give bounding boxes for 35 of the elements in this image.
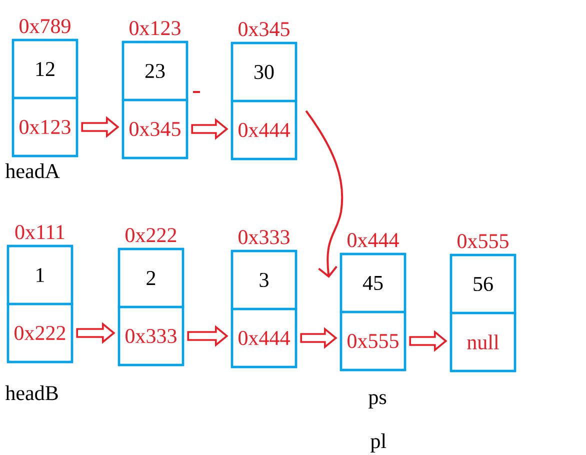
- curved-arrow: [305, 110, 344, 278]
- address-label: 0x222: [126, 228, 176, 242]
- address-label: 0x333: [238, 230, 290, 244]
- address-label: 0x111: [15, 225, 64, 240]
- block-arrow: [409, 330, 448, 352]
- value-cell: 12: [12, 38, 78, 100]
- pointer-name: headB: [5, 385, 58, 400]
- pointer-name: pl: [370, 433, 386, 452]
- block-arrow: [187, 325, 228, 347]
- block-arrow: [81, 116, 120, 138]
- value-cell: 30: [230, 42, 298, 102]
- block-arrow: [300, 327, 338, 349]
- value-cell: 56: [450, 254, 516, 314]
- pointer-cell: 0x123: [12, 96, 78, 158]
- pointer-cell: null: [450, 312, 516, 372]
- address-label: 0x555: [458, 234, 508, 248]
- pointer-cell: 0x345: [122, 98, 188, 160]
- address-label: 0x444: [348, 233, 399, 248]
- value-cell: 3: [230, 250, 298, 310]
- block-arrow: [191, 118, 228, 140]
- pointer-cell: 0x444: [230, 308, 298, 368]
- value-cell: 1: [6, 244, 74, 306]
- pointer-name: ps: [368, 394, 386, 408]
- pointer-cell: 0x444: [230, 100, 298, 160]
- address-label: 0x345: [238, 22, 290, 36]
- value-cell: 23: [122, 40, 188, 102]
- address-label: 0x123: [130, 21, 180, 36]
- pointer-name: headA: [5, 163, 60, 178]
- value-cell: 2: [118, 248, 184, 308]
- address-label: 0x789: [20, 19, 70, 34]
- pointer-cell: 0x222: [6, 302, 74, 364]
- pointer-cell: 0x333: [118, 306, 184, 366]
- block-arrow: [76, 322, 116, 344]
- pointer-cell: 0x555: [340, 310, 406, 372]
- value-cell: 45: [340, 252, 406, 314]
